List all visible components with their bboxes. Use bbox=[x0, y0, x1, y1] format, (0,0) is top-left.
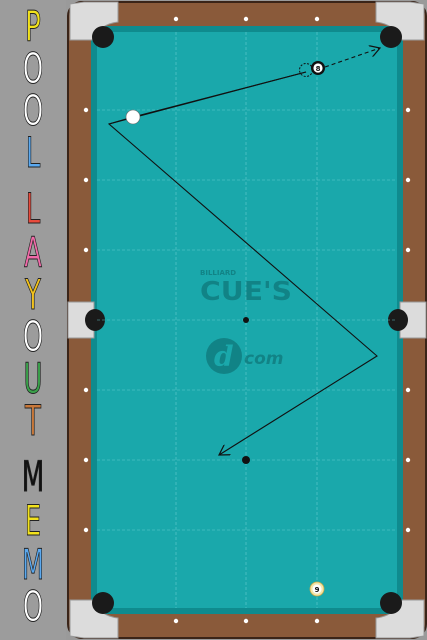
eight-ball[interactable]: 8 bbox=[311, 61, 325, 75]
center-spot bbox=[243, 317, 249, 323]
title-letter: O bbox=[22, 582, 44, 631]
rail-diamonds bbox=[83, 16, 411, 624]
title-letter: M bbox=[21, 540, 45, 589]
title-letter: A bbox=[24, 228, 42, 277]
title-letter: P bbox=[25, 2, 41, 51]
logo-d-letter: d bbox=[214, 340, 234, 373]
logo-com-text: com bbox=[244, 349, 283, 369]
pocket-top-left bbox=[92, 26, 114, 48]
title-letter: L bbox=[25, 184, 41, 233]
logo-d-icon bbox=[206, 338, 242, 374]
nine-ball[interactable]: 9 bbox=[309, 581, 325, 597]
cue-aim-line bbox=[132, 71, 307, 118]
pocket-bottom-left bbox=[92, 592, 114, 614]
logo-main-text: CUE'S bbox=[200, 277, 292, 307]
nine-ball-number: 9 bbox=[315, 586, 320, 594]
pocket-middle-right bbox=[388, 309, 408, 331]
pockets bbox=[85, 26, 408, 614]
pocket-middle-left bbox=[85, 309, 105, 331]
cue-ball[interactable] bbox=[125, 109, 141, 125]
foot-spot bbox=[242, 456, 250, 464]
title-letter: U bbox=[23, 354, 43, 403]
title-letter: M bbox=[21, 452, 45, 501]
title-letter: O bbox=[22, 44, 44, 93]
eight-ball-number: 8 bbox=[316, 65, 321, 73]
title-letter: T bbox=[25, 396, 42, 445]
title-letter: O bbox=[22, 86, 44, 135]
title-letter: E bbox=[24, 496, 42, 545]
title-letter: O bbox=[22, 312, 44, 361]
logo-small-text: BILLIARD bbox=[200, 269, 236, 277]
pocket-bottom-right bbox=[380, 592, 402, 614]
title-letter: Y bbox=[25, 270, 42, 319]
pocket-top-right bbox=[380, 26, 402, 48]
title-letter: L bbox=[25, 128, 41, 177]
cues-logo: BILLIARD CUE'S d com bbox=[200, 269, 292, 374]
eight-ball-path bbox=[324, 48, 380, 68]
pocket-plates bbox=[67, 1, 427, 639]
